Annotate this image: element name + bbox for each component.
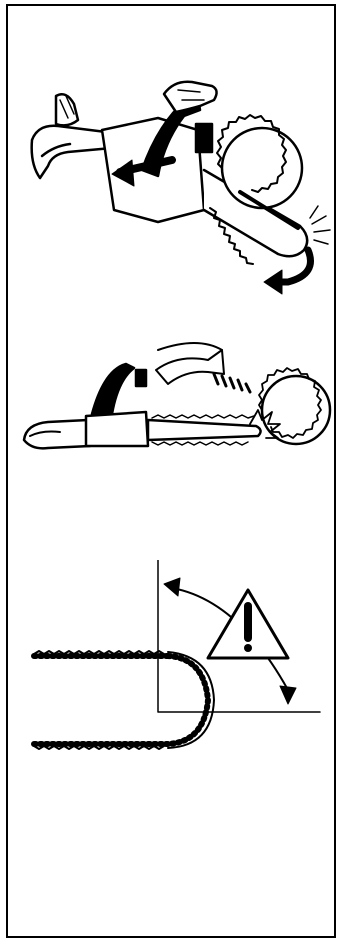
kickback-tip-contact-figure <box>8 340 334 480</box>
chainsaw-kickback-rotation-illustration <box>8 60 334 300</box>
chain-bar-kickback-zone-warning-illustration <box>8 560 334 770</box>
kickback-zone-warning-figure <box>8 560 334 770</box>
chainsaw-kickback-tip-contact-illustration <box>8 340 334 480</box>
kickback-rotation-figure <box>8 60 334 300</box>
